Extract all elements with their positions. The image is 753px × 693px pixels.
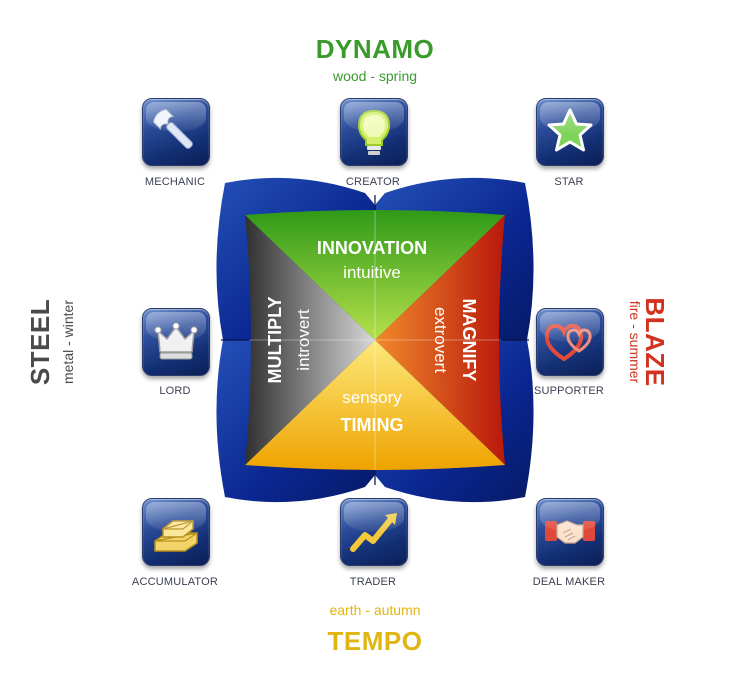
lord-tile[interactable]	[142, 308, 210, 376]
crown-icon	[154, 322, 198, 360]
quadrant-timing	[245, 340, 505, 470]
creator-tile[interactable]	[340, 98, 408, 166]
gold-bars-icon	[154, 520, 198, 552]
steel-title: STEEL	[25, 298, 55, 386]
sensory-label: sensory	[342, 388, 402, 407]
introvert-label: introvert	[294, 309, 313, 371]
creator-label: CREATOR	[345, 176, 401, 188]
handshake-icon	[545, 520, 595, 544]
steel-subtitle: metal - winter	[60, 299, 76, 385]
star-tile[interactable]	[536, 98, 604, 166]
innovation-label: INNOVATION	[317, 238, 427, 258]
star-label: STAR	[554, 176, 584, 188]
quadrant-innovation	[245, 210, 505, 340]
magnify-label: MAGNIFY	[459, 299, 479, 382]
tempo-subtitle: earth - autumn	[329, 602, 421, 618]
tempo-title: TEMPO	[327, 626, 423, 656]
deal-maker-tile[interactable]	[536, 498, 604, 566]
blaze-title: BLAZE	[640, 297, 670, 387]
trader-tile[interactable]	[340, 498, 408, 566]
star-icon	[547, 108, 593, 152]
rising-arrow-icon	[350, 513, 397, 552]
wrench-icon	[152, 108, 193, 149]
accumulator-label: ACCUMULATOR	[131, 576, 219, 588]
hearts-icon	[544, 323, 592, 362]
deal-maker-label: DEAL MAKER	[532, 576, 606, 588]
intuitive-label: intuitive	[343, 263, 401, 282]
dynamo-title: DYNAMO	[315, 34, 435, 64]
lord-label: LORD	[159, 385, 191, 397]
supporter-label: SUPPORTER	[533, 385, 605, 397]
mechanic-tile[interactable]	[142, 98, 210, 166]
timing-label: TIMING	[341, 415, 404, 435]
quadrant-multiply	[245, 215, 375, 465]
mechanic-label: MECHANIC	[144, 176, 206, 188]
accumulator-tile[interactable]	[142, 498, 210, 566]
wealth-square-diagram: INNOVATION intuitive TIMING sensory MULT…	[216, 177, 534, 503]
lightbulb-icon	[357, 109, 391, 155]
multiply-label: MULTIPLY	[265, 296, 285, 383]
quadrant-magnify	[375, 215, 505, 465]
supporter-tile[interactable]	[536, 308, 604, 376]
dynamo-subtitle: wood - spring	[332, 68, 418, 84]
trader-label: TRADER	[349, 576, 397, 588]
extrovert-label: extrovert	[431, 307, 450, 373]
